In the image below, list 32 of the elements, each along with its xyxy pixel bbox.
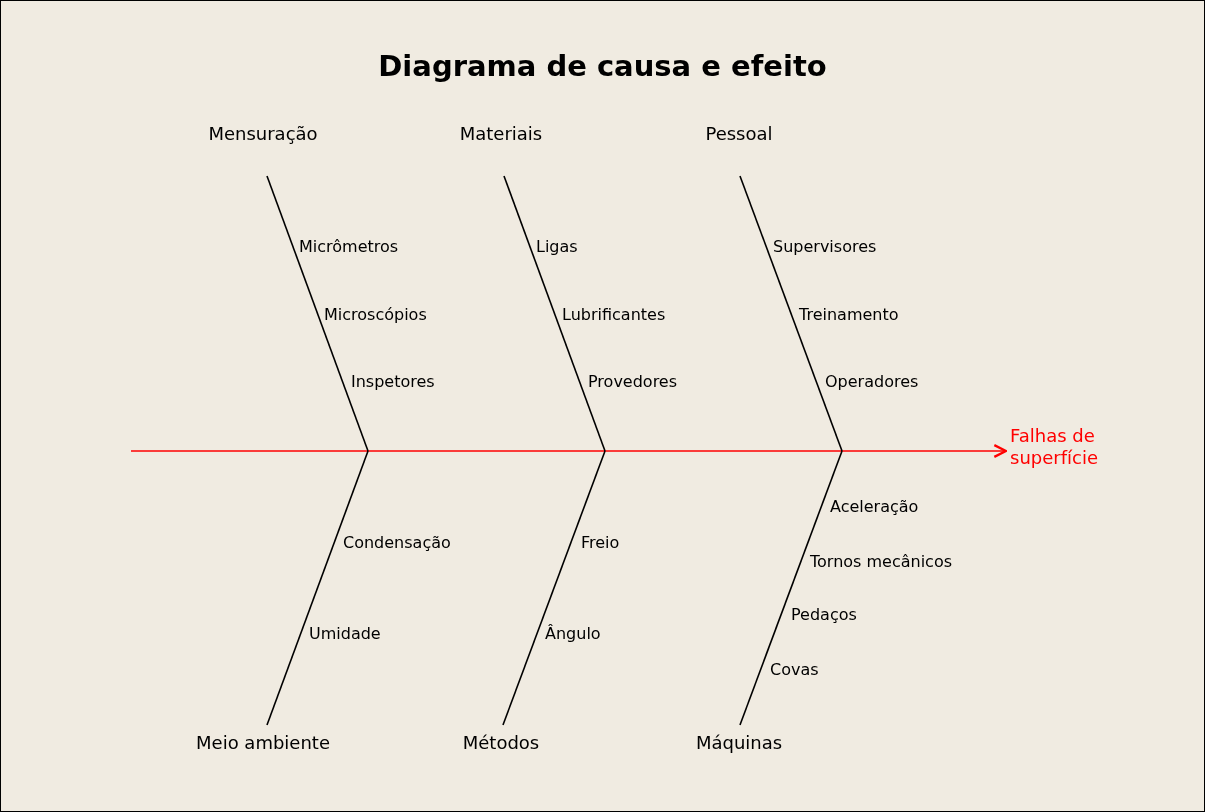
category-label: Meio ambiente	[196, 732, 330, 754]
category-label: Mensuração	[208, 123, 318, 145]
category-label: Materiais	[459, 123, 543, 145]
cause-label: Ligas	[536, 237, 578, 257]
cause-label: Lubrificantes	[562, 305, 666, 325]
bone-line	[502, 450, 606, 726]
spine-arrow	[130, 444, 1008, 458]
bone-line	[739, 175, 843, 452]
cause-label: Operadores	[825, 372, 919, 392]
category-label: Métodos	[462, 732, 540, 754]
bone-line	[503, 175, 606, 452]
bone-line	[266, 450, 369, 726]
cause-label: Freio	[581, 533, 620, 553]
cause-label: Inspetores	[351, 372, 435, 392]
cause-label: Treinamento	[799, 305, 899, 325]
cause-label: Covas	[770, 660, 819, 680]
bone-line	[266, 175, 369, 452]
cause-label: Ângulo	[545, 624, 601, 644]
category-label: Pessoal	[705, 123, 773, 145]
cause-label: Condensação	[343, 533, 451, 553]
category-label: Máquinas	[695, 732, 783, 754]
cause-label: Microscópios	[324, 305, 427, 325]
cause-label: Pedaços	[791, 605, 857, 625]
effect-label: Falhas de superfície	[1010, 425, 1110, 469]
cause-label: Umidade	[309, 624, 381, 644]
cause-label: Provedores	[588, 372, 678, 392]
bone-line	[739, 450, 843, 726]
cause-label: Supervisores	[773, 237, 877, 257]
cause-label: Micrômetros	[299, 237, 399, 257]
cause-label: Tornos mecânicos	[810, 552, 953, 572]
diagram-title: Diagrama de causa e efeito	[377, 49, 828, 83]
cause-label: Aceleração	[830, 497, 919, 517]
